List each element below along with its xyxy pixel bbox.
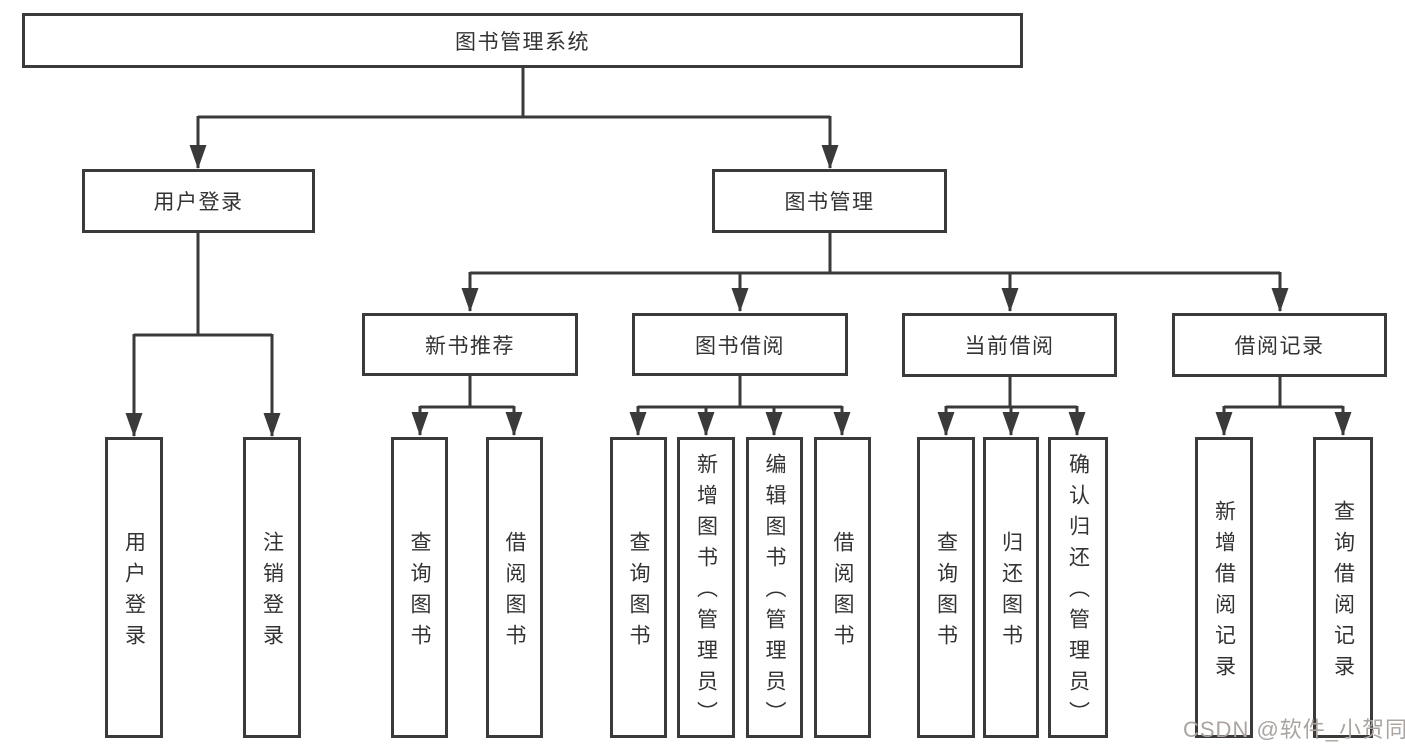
node-label: 新增图书（管理员） — [694, 453, 718, 732]
borrow-records-node: 借阅记录 — [1172, 313, 1387, 377]
rec-borrow-book-node: 借阅图书 — [486, 437, 543, 738]
node-label: 确认归还（管理员） — [1066, 453, 1090, 732]
node-label: 图书管理系统 — [455, 30, 590, 54]
bb-edit-book-node: 编辑图书（管理员） — [746, 437, 803, 738]
new-book-rec-node: 新书推荐 — [362, 313, 578, 376]
node-label: 归还图书 — [999, 530, 1023, 655]
connector-root-branch — [198, 68, 830, 119]
node-label: 查询图书 — [408, 530, 432, 655]
node-label: 查询借阅记录 — [1331, 499, 1355, 686]
connector-rec-branch — [420, 376, 514, 409]
node-label: 图书管理 — [784, 191, 875, 214]
node-label: 当前借阅 — [964, 335, 1055, 358]
user-login-node: 用户登录 — [105, 437, 163, 738]
br-add-record-node: 新增借阅记录 — [1195, 437, 1253, 738]
root-node: 图书管理系统 — [22, 13, 1023, 68]
book-borrow-node: 图书借阅 — [632, 313, 848, 376]
node-label: 图书借阅 — [695, 334, 785, 358]
connector-current-branch — [946, 377, 1077, 409]
csdn-watermark: CSDN @软件_小贺同学 — [1183, 717, 1405, 742]
connector-mgmt-branch — [470, 233, 1280, 275]
rec-query-book-node: 查询图书 — [391, 437, 448, 738]
connector-borrow-branch — [638, 376, 842, 409]
bb-add-book-node: 新增图书（管理员） — [677, 437, 735, 738]
node-label: 注销登录 — [260, 530, 284, 655]
bb-query-book-node: 查询图书 — [610, 437, 667, 738]
connector-login-branch — [134, 233, 272, 337]
node-label: 借阅图书 — [503, 530, 527, 655]
user-login-branch-node: 用户登录 — [82, 169, 315, 233]
node-label: 用户登录 — [153, 191, 244, 214]
connector-records-branch — [1224, 377, 1343, 409]
node-label: 新增借阅记录 — [1212, 499, 1236, 686]
node-label: 编辑图书（管理员） — [763, 453, 787, 732]
cb-confirm-return-node: 确认归还（管理员） — [1048, 437, 1108, 738]
cb-query-book-node: 查询图书 — [917, 437, 975, 738]
node-label: 查询图书 — [627, 530, 651, 655]
node-label: 新书推荐 — [425, 334, 515, 358]
cb-return-book-node: 归还图书 — [983, 437, 1039, 738]
node-label: 用户登录 — [122, 530, 146, 655]
node-label: 借阅图书 — [831, 530, 855, 655]
current-borrow-node: 当前借阅 — [902, 313, 1117, 377]
logout-node: 注销登录 — [243, 437, 301, 738]
bb-borrow-book-node: 借阅图书 — [814, 437, 871, 738]
book-mgmt-node: 图书管理 — [712, 169, 947, 233]
node-label: 查询图书 — [934, 530, 958, 655]
br-query-record-node: 查询借阅记录 — [1313, 437, 1373, 738]
node-label: 借阅记录 — [1234, 335, 1325, 358]
